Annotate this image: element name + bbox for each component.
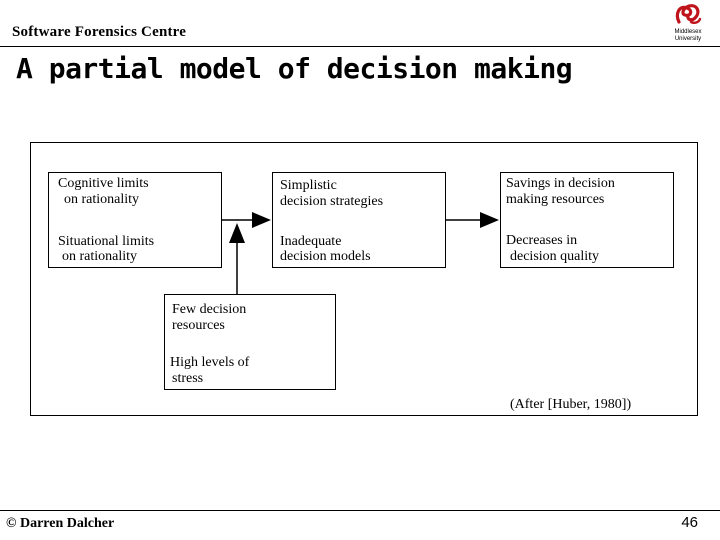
source-citation: (After [Huber, 1980]) (510, 397, 632, 412)
box-text: making resources (506, 192, 605, 207)
box-text: Simplistic (280, 178, 337, 193)
arrowhead-right-icon (480, 212, 499, 228)
university-logo: Middlesex University (664, 2, 712, 46)
organization-name: Software Forensics Centre (12, 24, 187, 40)
box-text: Situational limits (58, 234, 155, 249)
logo-text-line-1: Middlesex (674, 29, 702, 35)
box-text: Few decision (172, 302, 247, 317)
header-divider (0, 46, 720, 47)
limits-on-rationality-box: Cognitive limits on rationality Situatio… (48, 172, 222, 268)
decision-strategies-box: Simplistic decision strategies Inadequat… (272, 172, 446, 268)
box-text: on rationality (62, 249, 138, 264)
footer-author: © Darren Dalcher (6, 516, 115, 531)
diagram-frame (30, 142, 698, 416)
arrowhead-right-icon (252, 212, 271, 228)
resources-and-stress-box: Few decision resources High levels of st… (164, 294, 336, 390)
box-text: stress (172, 371, 204, 386)
footer-divider (0, 510, 720, 511)
box-text: Cognitive limits (58, 176, 149, 191)
box-text: decision models (280, 249, 371, 264)
box-text: Decreases in (506, 233, 578, 248)
box-text: Inadequate (280, 234, 342, 249)
decision-outcomes-box: Savings in decision making resources Dec… (500, 172, 674, 268)
box-text: Savings in decision (506, 176, 615, 191)
box-text: decision quality (510, 249, 600, 264)
logo-text-line-2: University (674, 36, 702, 42)
box-text: on rationality (64, 192, 140, 207)
box-text: resources (172, 318, 225, 333)
arrowhead-up-icon (229, 223, 245, 243)
slide-title: A partial model of decision making (16, 52, 573, 85)
box-text: decision strategies (280, 194, 384, 209)
box-text: High levels of (170, 355, 250, 370)
logo-emblem-icon (675, 4, 702, 24)
page-number: 46 (681, 514, 698, 531)
